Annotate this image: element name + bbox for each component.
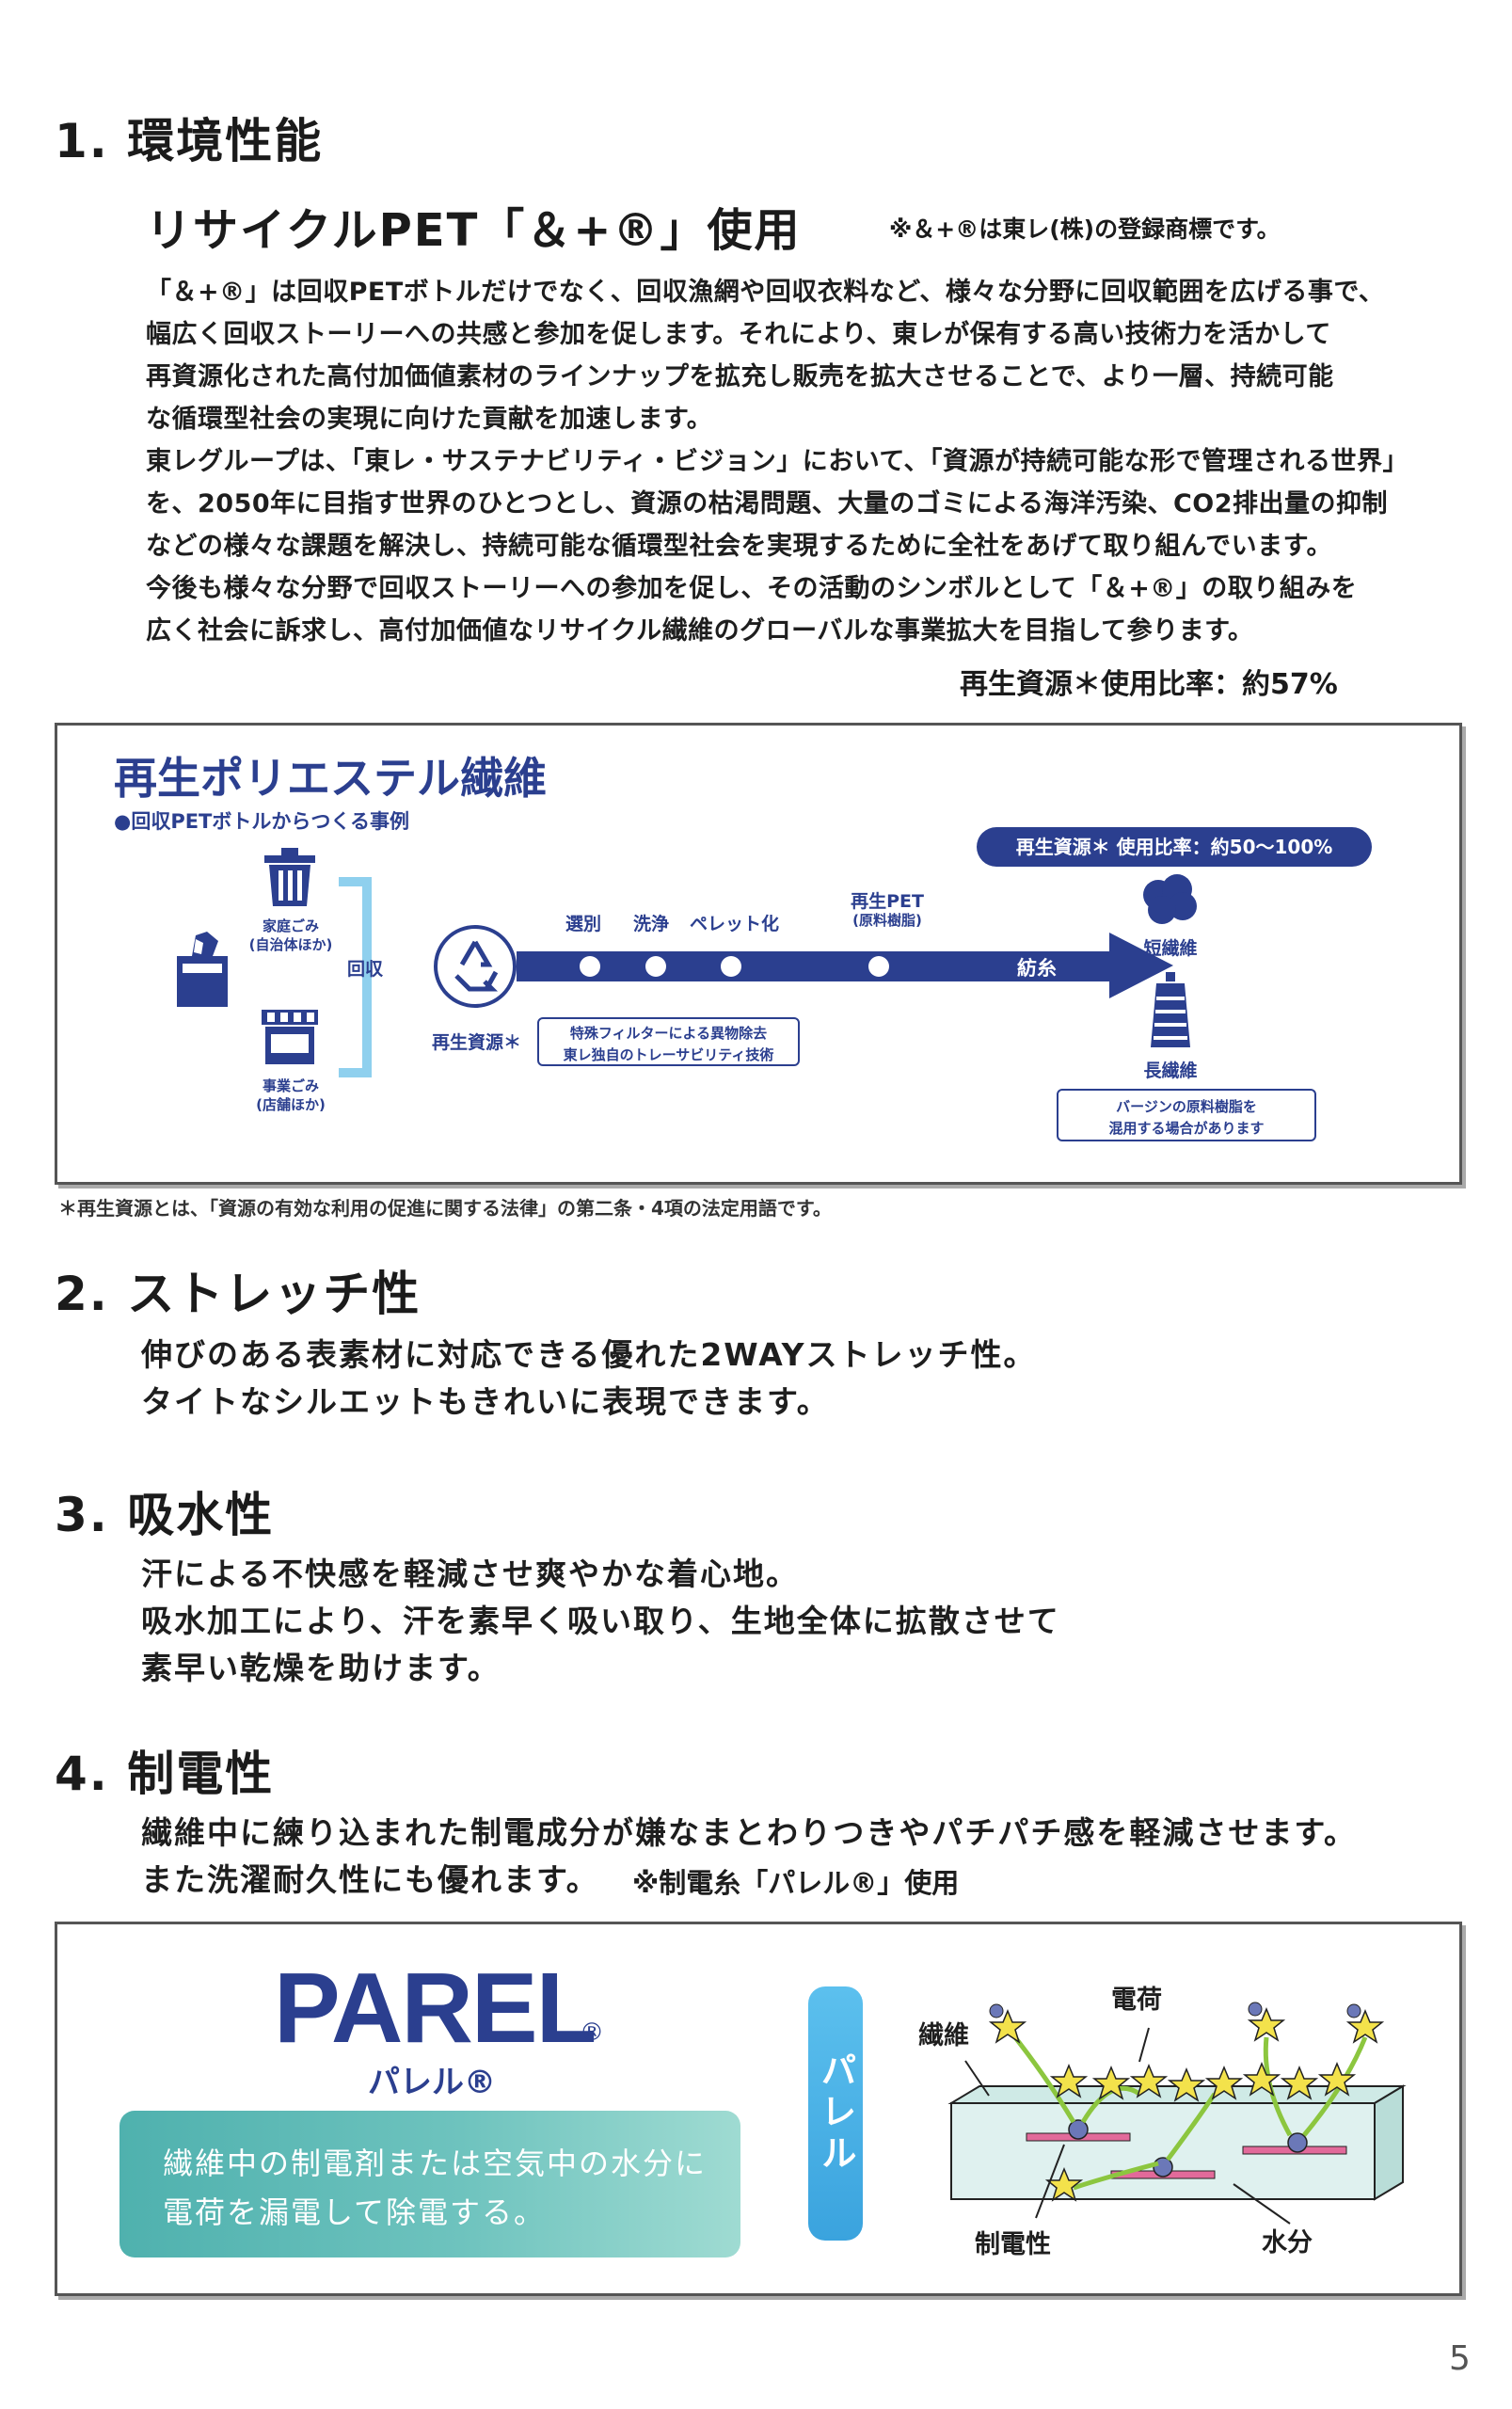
step-washing: 洗浄 <box>633 914 670 934</box>
recycled-pet-label: 再生PET <box>851 891 924 912</box>
label-moisture: 水分 <box>1262 2228 1313 2257</box>
section3-body: 汗による不快感を軽減させ爽やかな着心地。 吸水加工により、汗を素早く吸い取り、生… <box>141 1551 1060 1692</box>
section2-heading: 2. ストレッチ性 <box>55 1267 422 1321</box>
paragraph-line: を、2050年に目指す世界のひとつとし、資源の枯渇問題、大量のゴミによる海洋汚染… <box>146 489 1388 518</box>
antistatic-diagram <box>947 2002 1407 2225</box>
page-number: 5 <box>1449 2339 1471 2378</box>
paragraph-line: 再資源化された高付加価値素材のラインナップを拡充し販売を拡大させることで、より一… <box>146 362 1334 391</box>
filament-spool-icon <box>1151 972 1190 1047</box>
recycle-title: 再生ポリエステル繊維 <box>114 753 547 804</box>
section1-subheading: リサイクルPET「＆+®」使用 <box>146 204 802 257</box>
recycled-pet-sub: (原料樹脂) <box>852 912 922 929</box>
virgin-note-line: バージンの原料樹脂を <box>1116 1098 1257 1115</box>
process-arrow <box>517 933 1173 998</box>
description-line: 繊維中の制電剤または空気中の水分に <box>163 2146 708 2181</box>
section1-heading: 1. 環境性能 <box>55 114 324 168</box>
filter-note-box: 特殊フィルターによる異物除去 東レ独自のトレーサビリティ技術 <box>537 1017 800 1066</box>
usage-rate: 再生資源＊使用比率：約57% <box>960 668 1338 701</box>
household-waste-label: 家庭ごみ <box>262 917 319 934</box>
parel-description: 繊維中の制電剤または空気中の水分に 電荷を漏電して除電する。 <box>163 2139 707 2237</box>
body-line: 素早い乾燥を助けます。 <box>141 1650 501 1686</box>
household-waste-sub: (自治体ほか) <box>248 936 333 953</box>
parel-box: PAREL ® パレル® 繊維中の制電剤または空気中の水分に 電荷を漏電して除電… <box>55 1922 1462 2296</box>
paragraph-line: などの様々な課題を解決し、持続可能な循環型社会を実現するために全社をあげて取り組… <box>146 532 1332 561</box>
paragraph-line: 幅広く回収ストーリーへの共感と参加を促します。それにより、東レが保有する高い技術… <box>146 320 1331 349</box>
section4-body: 繊維中に練り込まれた制電成分が嫌なまとわりつきやパチパチ感を軽減させます。 また… <box>141 1810 1357 1904</box>
body-line: タイトなシルエットもきれいに表現できます。 <box>141 1383 830 1420</box>
section4-heading: 4. 制電性 <box>55 1747 275 1801</box>
recycle-icon <box>434 925 517 1008</box>
virgin-note-box: バージンの原料樹脂を 混用する場合があります <box>1057 1089 1316 1141</box>
step-pellet: ペレット化 <box>690 914 780 934</box>
footnote: ＊再生資源とは、「資源の有効な利用の促進に関する法律」の第二条・4項の法定用語で… <box>58 1197 832 1220</box>
rate-pill: 再生資源＊ 使用比率：約50～100% <box>977 827 1372 867</box>
section1-paragraph: 「＆+®」は回収PETボトルだけでなく、回収漁網や回収衣料など、様々な分野に回収… <box>146 271 1409 652</box>
label-antistatic: 制電性 <box>975 2230 1051 2259</box>
virgin-note-line: 混用する場合があります <box>1108 1120 1265 1137</box>
section2-body: 伸びのある表素材に対応できる優れた2WAYストレッチ性。 タイトなシルエットもき… <box>141 1332 1037 1426</box>
parel-logo: PAREL <box>274 1953 597 2064</box>
bottle-disposal-icon <box>177 932 228 1007</box>
parel-logo-reg: ® <box>580 2018 604 2047</box>
business-waste-sub: (店舗ほか) <box>256 1096 326 1113</box>
collection-label: 回収 <box>347 959 384 980</box>
staple-fiber-icon <box>1143 874 1197 924</box>
collection-bracket <box>339 877 372 1077</box>
staple-fiber-label: 短繊維 <box>1143 938 1198 959</box>
spinning-label: 紡糸 <box>1017 957 1057 980</box>
parel-vertical-label: パレル <box>808 1986 863 2241</box>
body-line: 伸びのある表素材に対応できる優れた2WAYストレッチ性。 <box>141 1336 1037 1373</box>
filter-note-line: 特殊フィルターによる異物除去 <box>569 1025 768 1042</box>
business-waste-label: 事業ごみ <box>262 1077 319 1094</box>
recycle-subtitle: ●回収PETボトルからつくる事例 <box>114 810 409 833</box>
trademark-note: ※＆+®は東レ(株)の登録商標です。 <box>889 215 1281 243</box>
paragraph-line: 広く社会に訴求し、高付加価値なリサイクル繊維のグローバルな事業拡大を目指して参り… <box>146 616 1254 646</box>
parel-description-panel: 繊維中の制電剤または空気中の水分に 電荷を漏電して除電する。 <box>119 2111 740 2257</box>
filter-note-line: 東レ独自のトレーサビリティ技術 <box>563 1046 774 1063</box>
body-line: 汗による不快感を軽減させ爽やかな着心地。 <box>141 1555 800 1592</box>
section3-heading: 3. 吸水性 <box>55 1488 275 1542</box>
paragraph-line: な循環型社会の実現に向けた貢献を加速します。 <box>146 405 713 434</box>
section4-note: ※制電糸「パレル®」使用 <box>632 1867 960 1899</box>
paragraph-line: 「＆+®」は回収PETボトルだけでなく、回収漁網や回収衣料など、様々な分野に回収… <box>146 278 1385 307</box>
paragraph-line: 東レグループは、「東レ・サステナビリティ・ビジョン」において、「資源が持続可能な… <box>146 447 1409 476</box>
shop-icon <box>262 1010 318 1064</box>
recycled-resource-label: 再生資源＊ <box>432 1032 522 1053</box>
recycle-diagram-box: 再生ポリエステル繊維 ●回収PETボトルからつくる事例 再生資源＊ 使用比率：約… <box>55 723 1462 1185</box>
paragraph-line: 今後も様々な分野で回収ストーリーへの参加を促し、その活動のシンボルとして「＆+®… <box>146 574 1358 603</box>
label-fiber: 繊維 <box>918 2021 969 2050</box>
step-sorting: 選別 <box>565 914 602 934</box>
description-line: 電荷を漏電して除電する。 <box>163 2194 547 2230</box>
label-charge: 電荷 <box>1111 1986 1162 2015</box>
body-line: 吸水加工により、汗を素早く吸い取り、生地全体に拡散させて <box>141 1603 1060 1639</box>
body-line: また洗濯耐久性にも優れます。 <box>141 1861 599 1898</box>
parel-logo-kana: パレル® <box>368 2064 496 2101</box>
body-line: 繊維中に練り込まれた制電成分が嫌なまとわりつきやパチパチ感を軽減させます。 <box>141 1814 1358 1851</box>
filament-label: 長繊維 <box>1143 1061 1198 1081</box>
trash-can-icon <box>264 848 315 906</box>
